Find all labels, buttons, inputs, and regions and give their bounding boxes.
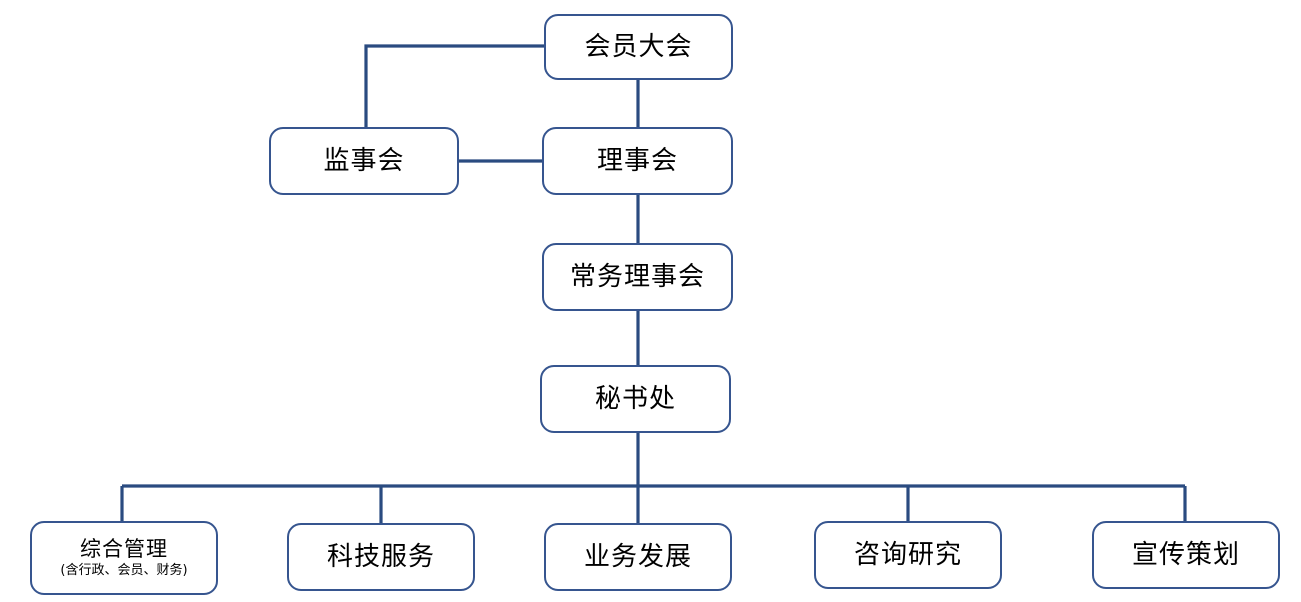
node-general-assembly[interactable]: 会员大会	[544, 14, 733, 80]
node-council[interactable]: 理事会	[542, 127, 733, 195]
node-label: 常务理事会	[569, 261, 705, 292]
node-label: 宣传策划	[1131, 539, 1240, 570]
node-label: 综合管理	[80, 536, 168, 561]
node-technology-services[interactable]: 科技服务	[287, 523, 475, 591]
node-sublabel: (含行政、会员、财务)	[60, 562, 188, 578]
node-label: 理事会	[596, 145, 678, 176]
node-label: 秘书处	[594, 383, 676, 414]
node-consulting-research[interactable]: 咨询研究	[814, 521, 1002, 589]
node-label: 业务发展	[583, 541, 692, 572]
node-standing-council[interactable]: 常务理事会	[542, 243, 733, 311]
node-supervisory-board[interactable]: 监事会	[269, 127, 459, 195]
node-label: 科技服务	[326, 541, 435, 572]
node-publicity-planning[interactable]: 宣传策划	[1092, 521, 1280, 589]
node-label: 咨询研究	[853, 539, 962, 570]
node-general-management[interactable]: 综合管理 (含行政、会员、财务)	[30, 521, 218, 595]
node-label: 会员大会	[584, 31, 693, 62]
node-secretariat[interactable]: 秘书处	[540, 365, 731, 433]
node-label: 监事会	[323, 145, 405, 176]
node-business-development[interactable]: 业务发展	[544, 523, 732, 591]
connector-assembly-to-supervisory	[364, 44, 544, 127]
